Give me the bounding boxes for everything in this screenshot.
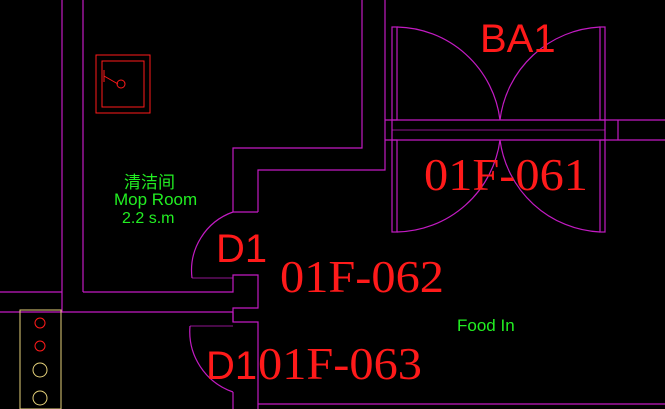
tag-room-063: 01F-063	[258, 338, 422, 389]
sink-icon	[95, 54, 151, 114]
wall-ba1-jamb-right	[604, 119, 612, 141]
outlet-dot-1	[34, 317, 46, 329]
door-d1	[190, 211, 234, 279]
door-d101-swing	[189, 325, 234, 393]
tag-room-061: 01F-061	[424, 149, 588, 200]
outlet-dot-2	[34, 340, 46, 352]
label-mop-en: Mop Room	[114, 190, 197, 209]
door-d1-swing	[190, 211, 234, 279]
tag-d101: D1	[206, 344, 257, 388]
wall-ba1-jamb-left	[385, 119, 393, 141]
door-ba1-leaf-top-right	[599, 26, 606, 121]
sink-drain	[116, 79, 126, 89]
door-ba1-swing-bot-left	[396, 139, 501, 233]
label-mop-cn: 清洁间	[124, 173, 175, 193]
door-d101	[189, 325, 234, 393]
outlet-icon	[19, 309, 62, 409]
wall-door-jamb	[83, 274, 259, 409]
door-ba1-swing-top-left	[396, 26, 501, 121]
outlet-dot-4	[32, 390, 48, 406]
sink-tap	[103, 75, 119, 85]
outlet-dot-3	[32, 362, 48, 378]
wall-mop-top-right	[232, 0, 363, 212]
sink-outer	[95, 54, 151, 114]
door-ba1-leaf-bot-left	[391, 139, 398, 233]
outlet-panel	[19, 309, 62, 409]
wall-mop-top-right-b	[257, 0, 386, 212]
tag-ba1: BA1	[480, 17, 556, 61]
tag-d1: D1	[216, 227, 267, 271]
label-food-in: Food In	[457, 316, 515, 335]
door-ba1-swing-bot-right	[499, 139, 601, 233]
door-ba1-swing-top-right	[499, 26, 601, 121]
tag-room-062: 01F-062	[280, 251, 444, 302]
door-ba1	[391, 26, 606, 233]
door-ba1-leaf-bot-right	[599, 139, 606, 233]
door-ba1-leaf-top-left	[391, 26, 398, 121]
wall-bottom-left-b	[0, 292, 63, 313]
sink-basin	[101, 60, 145, 108]
label-mop-area: 2.2 s.m	[122, 210, 174, 227]
